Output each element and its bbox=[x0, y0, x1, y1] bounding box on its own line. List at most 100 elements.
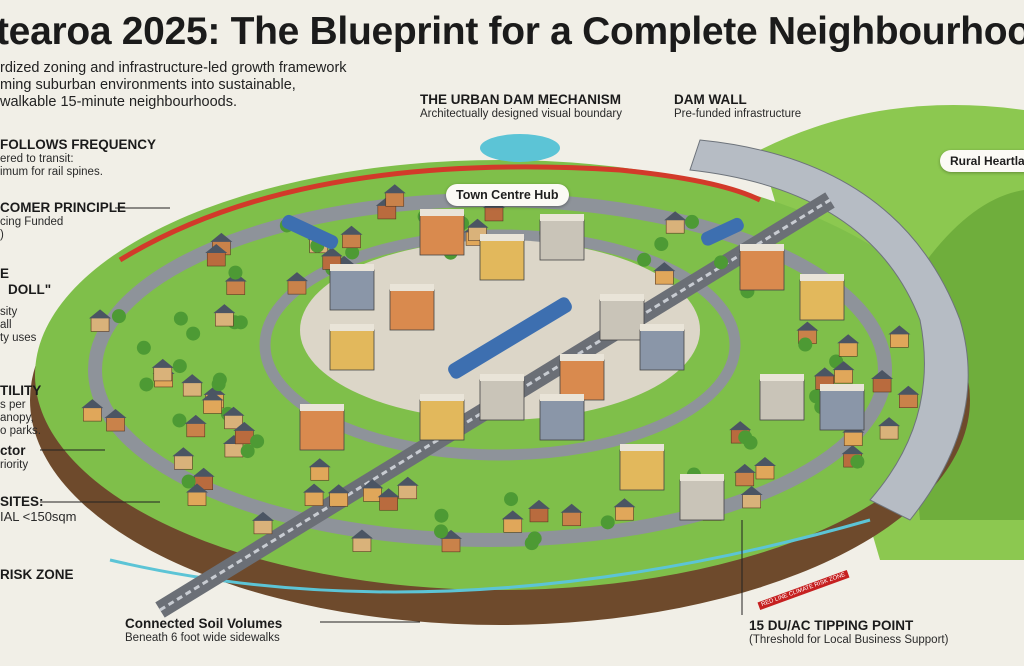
train bbox=[281, 214, 339, 250]
house bbox=[153, 366, 173, 382]
callout-urban-dam: THE URBAN DAM MECHANISM Architectually d… bbox=[420, 92, 622, 121]
apartment-building bbox=[329, 269, 375, 311]
house bbox=[834, 368, 853, 384]
callout-heading: 15 DU/AC TIPPING POINT bbox=[749, 618, 914, 633]
label-factor: ctor riority bbox=[0, 443, 28, 472]
building-roof bbox=[680, 474, 724, 481]
house-roof bbox=[320, 247, 343, 257]
subtitle: rdized zoning and infrastructure-led gro… bbox=[0, 60, 347, 111]
house bbox=[890, 333, 909, 348]
building-roof bbox=[480, 234, 524, 241]
house-roof bbox=[740, 485, 763, 495]
apartment-building bbox=[419, 214, 465, 256]
building-roof bbox=[390, 284, 434, 291]
house bbox=[665, 218, 685, 234]
red-line-boundary bbox=[118, 164, 762, 263]
house-roof bbox=[233, 421, 256, 431]
tree bbox=[345, 245, 360, 260]
house bbox=[899, 393, 918, 408]
house-roof bbox=[501, 510, 524, 520]
house-roof bbox=[653, 262, 676, 272]
house bbox=[562, 511, 581, 527]
house bbox=[352, 537, 372, 552]
tree bbox=[172, 413, 187, 428]
house-roof bbox=[871, 369, 894, 379]
train bbox=[448, 297, 572, 379]
house bbox=[379, 495, 398, 511]
house-roof bbox=[560, 503, 583, 513]
house-roof bbox=[796, 321, 819, 331]
tree bbox=[714, 255, 729, 270]
label-text: riority bbox=[0, 459, 29, 471]
house bbox=[655, 269, 674, 285]
house bbox=[484, 206, 504, 222]
house bbox=[106, 416, 125, 432]
house bbox=[253, 519, 273, 535]
house-roof bbox=[888, 325, 911, 335]
tree bbox=[186, 326, 201, 341]
callout-text: (Threshold for Local Business Support) bbox=[749, 634, 949, 646]
callout-heading: DAM WALL bbox=[674, 92, 747, 107]
apartment-building bbox=[329, 329, 375, 371]
house-roof bbox=[396, 476, 419, 486]
house bbox=[843, 431, 863, 446]
label-risk-zone: RISK ZONE bbox=[0, 567, 74, 583]
house-roof bbox=[251, 511, 274, 521]
train bbox=[701, 217, 744, 246]
house-roof bbox=[203, 385, 226, 395]
label-sites: SITES: IAL <150sqm bbox=[0, 494, 76, 523]
house bbox=[342, 233, 361, 249]
tree bbox=[228, 265, 243, 280]
rural-heartland-label: Rural Heartla bbox=[940, 150, 1024, 172]
house-roof bbox=[81, 399, 104, 409]
label-text: ered to transit: bbox=[0, 153, 74, 165]
tree bbox=[524, 536, 539, 551]
label-text: sity bbox=[0, 306, 18, 318]
house-roof bbox=[308, 458, 331, 468]
house-roof bbox=[285, 272, 308, 282]
tree bbox=[173, 311, 188, 326]
building-roof bbox=[480, 374, 524, 381]
callout-tipping-point: 15 DU/AC TIPPING POINT (Threshold for Lo… bbox=[749, 618, 948, 647]
label-text: all bbox=[0, 319, 12, 331]
tree bbox=[111, 309, 126, 324]
house bbox=[206, 251, 226, 267]
subtitle-line: ming suburban environments into sustaina… bbox=[0, 77, 296, 93]
house bbox=[838, 341, 858, 357]
callout-text: Architectually designed visual boundary bbox=[420, 108, 623, 120]
building-roof bbox=[800, 274, 844, 281]
dam-wall bbox=[689, 139, 969, 521]
house-roof bbox=[192, 467, 215, 477]
tree bbox=[434, 524, 449, 539]
tree bbox=[211, 377, 226, 392]
house bbox=[441, 537, 461, 553]
town-centre-hub-label: Town Centre Hub bbox=[446, 184, 569, 206]
tree bbox=[637, 252, 652, 267]
house bbox=[215, 311, 234, 327]
apartment-building bbox=[739, 249, 785, 291]
label-heading: SITES: bbox=[0, 494, 44, 509]
house-roof bbox=[377, 488, 400, 498]
house-roof bbox=[878, 417, 901, 427]
page-title: tearoa 2025: The Blueprint for a Complet… bbox=[0, 10, 1024, 53]
label-utility: TILITY s per anopy, o parks. bbox=[0, 383, 41, 438]
building-roof bbox=[300, 404, 344, 411]
label-text: ) bbox=[0, 229, 4, 241]
house-roof bbox=[172, 447, 195, 457]
house bbox=[872, 377, 892, 393]
house-roof bbox=[832, 361, 855, 371]
label-text: imum for rail spines. bbox=[0, 166, 103, 178]
house-roof bbox=[466, 218, 489, 228]
tree bbox=[684, 214, 699, 229]
house-roof bbox=[181, 374, 204, 384]
house bbox=[503, 518, 523, 533]
house-roof bbox=[303, 483, 326, 493]
building-roof bbox=[760, 374, 804, 381]
house-roof bbox=[151, 358, 174, 368]
subtitle-line: walkable 15-minute neighbourhoods. bbox=[0, 94, 237, 110]
house-roof bbox=[185, 483, 208, 493]
house-roof bbox=[104, 409, 127, 419]
label-transit-frequency: FOLLOWS FREQUENCY ered to transit: imum … bbox=[0, 137, 156, 179]
house-roof bbox=[733, 463, 756, 473]
house-roof bbox=[837, 334, 860, 344]
